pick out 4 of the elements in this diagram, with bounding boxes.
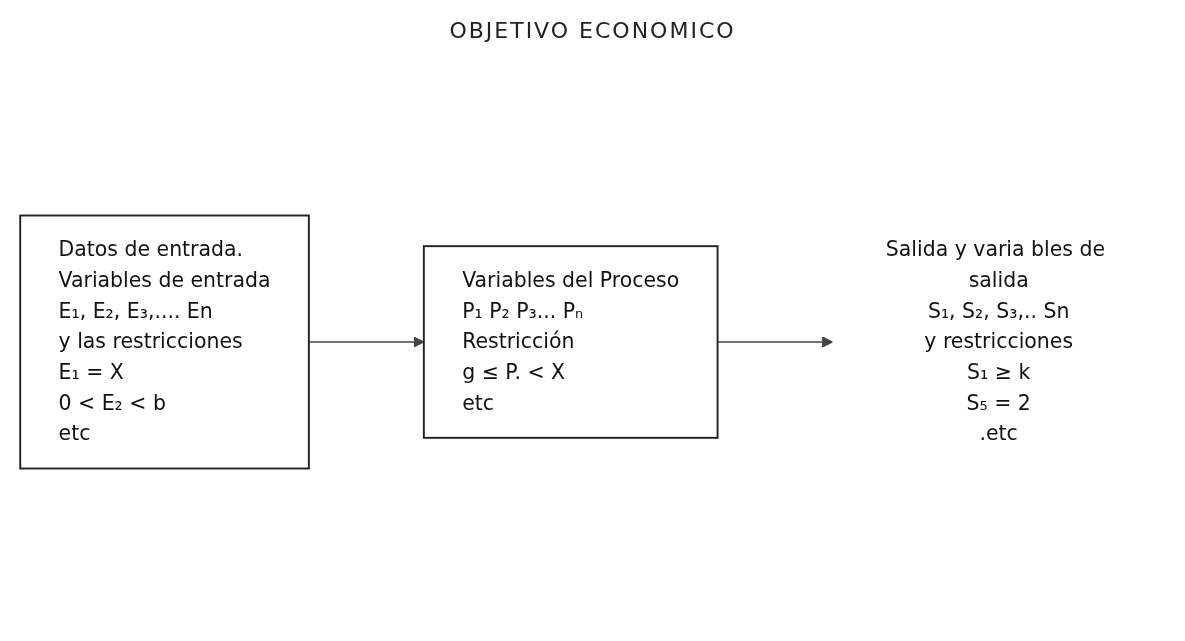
node-box: Variables del Proceso P₁ P₂ P₃... Pₙ Restricción g ≤ P. < X etc — [422, 245, 719, 439]
node-box: Datos de entrada. Variables de entrada E₁, E₂, E₃,.... En y las restricciones E₁ = X 0 < E₂ < b etc — [19, 214, 310, 470]
node-text: Salida y varia bles de salida S₁, S₂, S₃,.. Sn y restricciones S₁ ≥ k S₅ = 2 .etc — [885, 237, 1106, 446]
diagram-title: OBJETIVO ECONOMICO — [449, 18, 736, 43]
